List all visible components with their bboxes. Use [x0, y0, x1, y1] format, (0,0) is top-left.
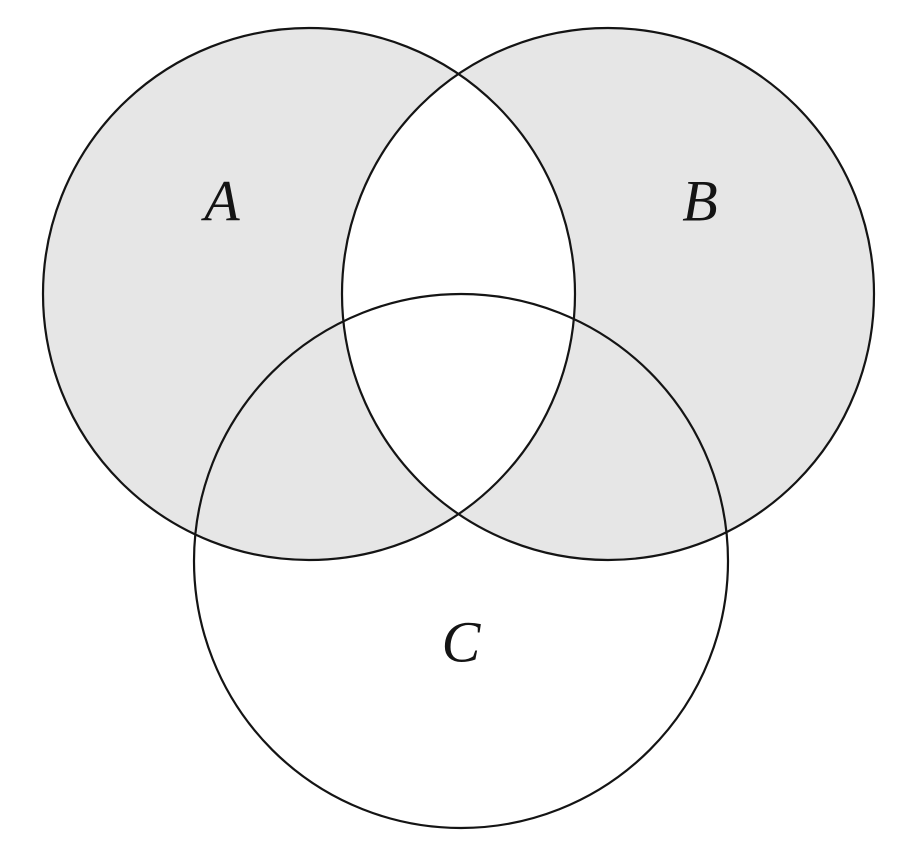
set-labels-group: A B C [200, 168, 717, 674]
set-label-b: B [682, 168, 717, 233]
shaded-region-b-minus-a [342, 28, 874, 560]
set-circle-a[interactable] [41, 26, 577, 562]
set-label-a: A [200, 168, 240, 233]
set-circle-c[interactable] [192, 292, 730, 830]
set-label-c: C [442, 609, 482, 674]
set-outlines-group [41, 26, 876, 830]
set-circle-b[interactable] [340, 26, 876, 562]
shaded-region-group [43, 28, 874, 560]
